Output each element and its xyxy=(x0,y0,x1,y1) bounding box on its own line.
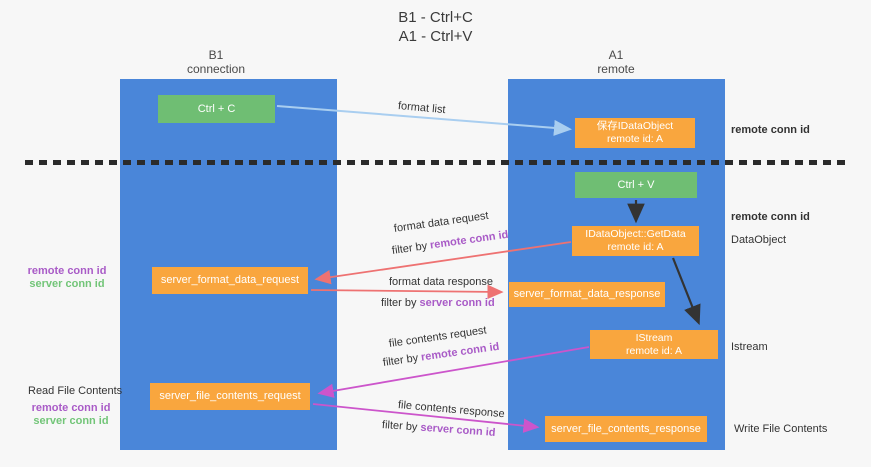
save-idataobject-line2: remote id: A xyxy=(606,133,663,145)
server-file-contents-response-label: server_file_contents_response xyxy=(551,422,701,435)
server-format-data-response-box: server_format_data_response xyxy=(509,282,665,307)
filter-by-server-conn-id-label-1: filter by server conn id xyxy=(381,297,495,309)
conn-id-legend-file: remote conn id server conn id xyxy=(28,402,114,428)
server-file-contents-response-box: server_file_contents_response xyxy=(545,416,707,442)
format-list-label: format list xyxy=(397,100,447,117)
lane-a1-name: A1 xyxy=(608,48,624,62)
lane-header-b1: B1 connection xyxy=(126,48,306,76)
diagram-title: B1 - Ctrl+C A1 - Ctrl+V xyxy=(0,8,871,46)
format-data-request-label: format data request xyxy=(393,209,490,235)
file-contents-response-label: file contents response xyxy=(397,399,506,421)
getdata-line1: IDataObject::GetData xyxy=(585,228,686,240)
title-line-b1: B1 - Ctrl+C xyxy=(398,9,473,26)
write-file-contents-label: Write File Contents xyxy=(734,423,828,435)
dataobject-label: DataObject xyxy=(731,234,787,246)
server-format-data-response-label: server_format_data_response xyxy=(513,288,661,300)
istream-side-label: Istream xyxy=(731,341,768,353)
ctrl-c-label: Ctrl + C xyxy=(197,102,236,115)
istream-line2: remote id: A xyxy=(625,344,683,357)
filter-by-server-conn-id-label-2: filter by server conn id xyxy=(381,419,496,439)
ctrl-v-label: Ctrl + V xyxy=(617,178,655,191)
lane-b1-role: connection xyxy=(186,62,246,76)
idataobject-getdata-box: IDataObject::GetData remote id: A xyxy=(572,226,699,256)
format-data-response-label: format data response xyxy=(389,276,493,288)
getdata-line2: remote id: A xyxy=(607,241,664,253)
remote-conn-id-label-top-right: remote conn id xyxy=(731,124,810,136)
server-format-data-request-box: server_format_data_request xyxy=(152,267,308,294)
lane-header-a1: A1 remote xyxy=(526,48,706,76)
remote-conn-id-label-left-1: remote conn id xyxy=(27,265,107,277)
ctrl-c-action-box: Ctrl + C xyxy=(158,95,275,123)
server-file-contents-request-label: server_file_contents_request xyxy=(159,390,301,402)
lane-b1-name: B1 xyxy=(208,48,224,62)
remote-conn-id-label-left-2: remote conn id xyxy=(31,402,111,414)
istream-box: IStream remote id: A xyxy=(590,330,718,359)
save-idataobject-line1: 保存IDataObject xyxy=(596,120,674,132)
conn-id-legend-format: remote conn id server conn id xyxy=(24,265,110,291)
format-data-response-arrow xyxy=(310,284,504,300)
read-file-contents-label: Read File Contents xyxy=(28,385,123,397)
copy-paste-boundary-divider xyxy=(25,160,845,165)
server-file-contents-request-box: server_file_contents_request xyxy=(150,383,310,410)
save-idataobject-box: 保存IDataObject remote id: A xyxy=(575,118,695,148)
istream-line1: IStream xyxy=(635,331,673,344)
remote-conn-id-label-mid-right: remote conn id xyxy=(731,211,810,223)
title-line-a1: A1 - Ctrl+V xyxy=(398,28,473,45)
server-conn-id-label-left-2: server conn id xyxy=(33,415,109,427)
server-conn-id-label-left-1: server conn id xyxy=(29,278,105,290)
ctrl-v-action-box: Ctrl + V xyxy=(575,172,697,198)
server-format-data-request-label: server_format_data_request xyxy=(160,274,300,286)
lane-a1-role: remote xyxy=(597,62,635,76)
